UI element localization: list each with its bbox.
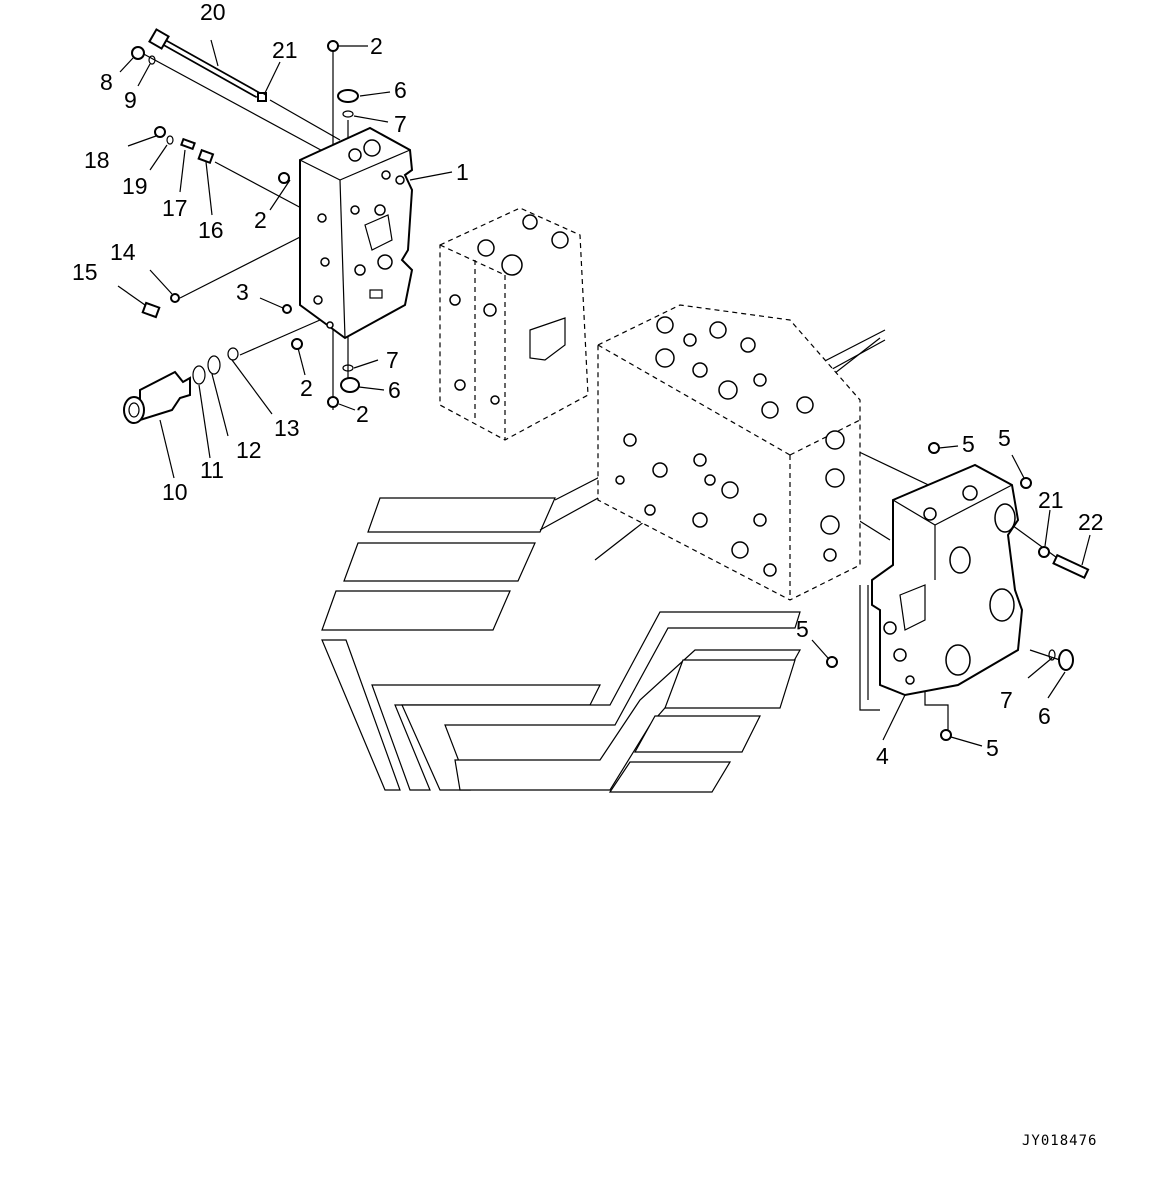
inlet-hardware (826, 442, 1090, 741)
callout-10: 10 (162, 479, 188, 505)
callout-leaders (117, 39, 1091, 747)
callout-6: 6 (388, 377, 401, 403)
callout-21: 21 (272, 37, 298, 63)
relief-valve (123, 370, 191, 424)
background-logo (321, 497, 802, 793)
callout-1: 1 (456, 159, 469, 185)
callout-18: 18 (84, 147, 110, 173)
main-valve-body (439, 207, 861, 601)
callout-7: 7 (386, 347, 399, 373)
callout-8: 8 (100, 69, 113, 95)
callout-12: 12 (236, 437, 262, 463)
callout-2: 2 (254, 207, 267, 233)
callout-5: 5 (962, 431, 975, 457)
tie-bolt (148, 28, 260, 99)
callout-15: 15 (72, 259, 98, 285)
callout-3: 3 (236, 279, 249, 305)
end-section-block (299, 126, 414, 340)
callout-19: 19 (122, 173, 148, 199)
callout-21: 21 (1038, 487, 1064, 513)
callout-11: 11 (200, 457, 224, 483)
callout-9: 9 (124, 87, 137, 113)
callout-5: 5 (986, 735, 999, 761)
callout-6: 6 (1038, 703, 1051, 729)
callout-2: 2 (370, 33, 383, 59)
callout-5: 5 (796, 616, 809, 642)
callout-labels: 1 2 2 2 2 3 4 5 5 5 5 6 6 6 7 7 7 8 9 10… (72, 0, 1104, 769)
callout-2: 2 (356, 401, 369, 427)
callout-17: 17 (162, 195, 188, 221)
inlet-section-block (871, 463, 1024, 697)
callout-13: 13 (274, 415, 300, 441)
callout-14: 14 (110, 239, 136, 265)
callout-6: 6 (394, 77, 407, 103)
callout-22: 22 (1078, 509, 1104, 535)
callout-20: 20 (200, 0, 226, 25)
figure-id: JY018476 (1022, 1133, 1097, 1149)
callout-7: 7 (1000, 687, 1013, 713)
callout-4: 4 (876, 743, 889, 769)
hardware-pieces (131, 40, 360, 408)
callout-7: 7 (394, 111, 407, 137)
callout-2: 2 (300, 375, 313, 401)
callout-16: 16 (198, 217, 224, 243)
callout-5: 5 (998, 425, 1011, 451)
